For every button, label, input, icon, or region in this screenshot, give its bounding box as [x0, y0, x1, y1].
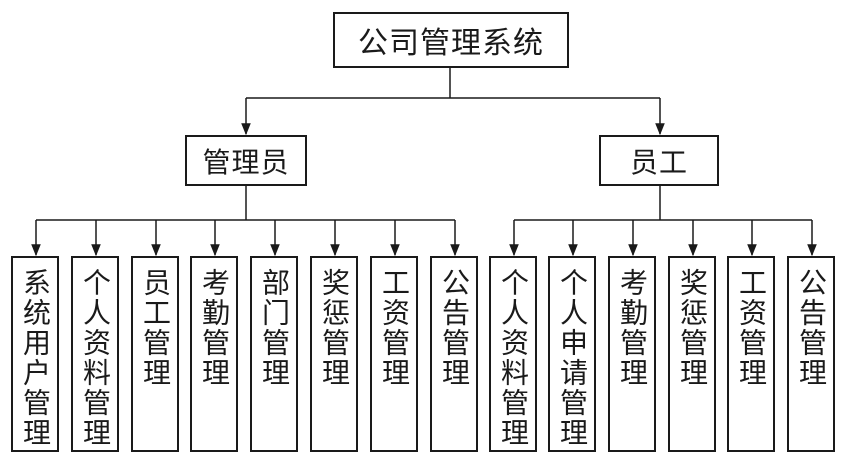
role-node-employee: 员工	[599, 135, 719, 186]
admin-module-node: 公告管理	[430, 256, 478, 452]
admin-module-node: 个人资料管理	[71, 256, 119, 452]
module-label: 考勤管理	[198, 268, 231, 388]
module-label: 部门管理	[258, 268, 291, 388]
role-node-admin: 管理员	[185, 135, 307, 186]
module-label: 工资管理	[735, 268, 768, 388]
admin-module-node: 工资管理	[370, 256, 418, 452]
module-label: 考勤管理	[616, 268, 649, 388]
root-label: 公司管理系统	[358, 26, 544, 61]
module-label: 公告管理	[795, 268, 828, 388]
admin-module-node: 员工管理	[131, 256, 179, 452]
module-label: 系统用户管理	[19, 268, 52, 448]
module-label: 奖惩管理	[318, 268, 351, 388]
admin-module-node: 考勤管理	[190, 256, 238, 452]
admin-module-node: 部门管理	[250, 256, 298, 452]
module-label: 奖惩管理	[676, 268, 709, 388]
employee-module-node: 考勤管理	[608, 256, 656, 452]
employee-module-node: 个人资料管理	[489, 256, 537, 452]
employee-module-node: 个人申请管理	[548, 256, 596, 452]
admin-module-node: 奖惩管理	[310, 256, 358, 452]
module-label: 工资管理	[378, 268, 411, 388]
employee-module-node: 奖惩管理	[668, 256, 716, 452]
module-label: 公告管理	[438, 268, 471, 388]
admin-module-node: 系统用户管理	[11, 256, 59, 452]
employee-module-node: 公告管理	[787, 256, 835, 452]
module-label: 个人资料管理	[497, 268, 530, 448]
module-label: 员工管理	[139, 268, 172, 388]
root-node: 公司管理系统	[333, 12, 569, 68]
module-label: 个人资料管理	[79, 268, 112, 448]
employee-module-node: 工资管理	[727, 256, 775, 452]
module-label: 个人申请管理	[556, 268, 589, 448]
role-label-employee: 员工	[629, 145, 688, 179]
role-label-admin: 管理员	[202, 145, 290, 179]
